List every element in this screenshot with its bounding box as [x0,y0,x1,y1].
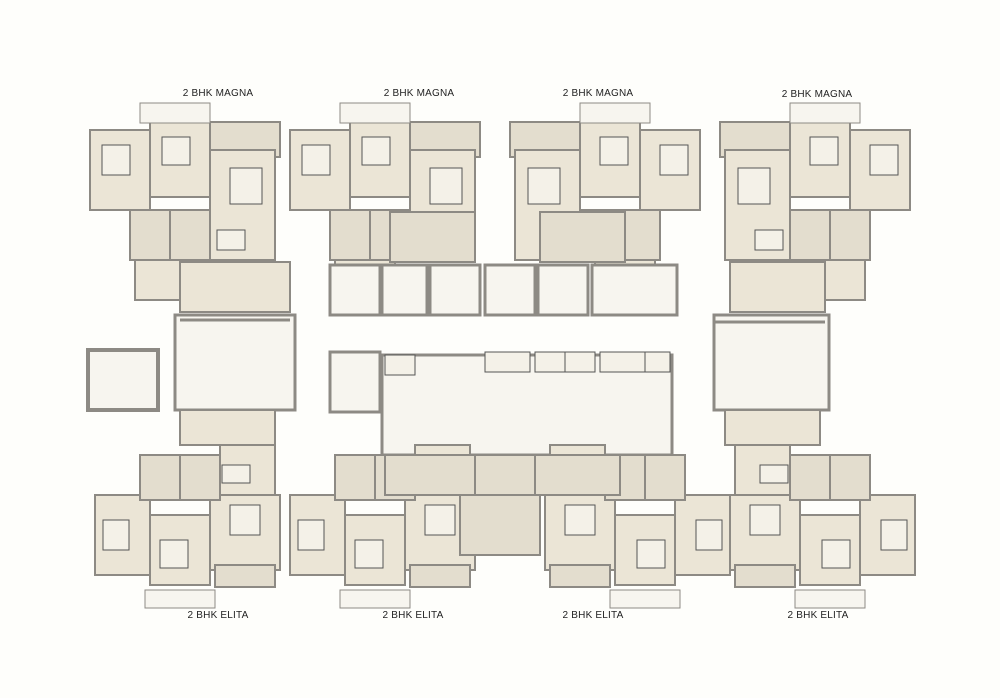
refuge-room [86,348,160,412]
unit-bottom-1-toilet-2 [179,454,221,501]
sofa-icon [737,167,771,205]
unit-top-4-bedroom-1 [849,129,911,211]
lobby-room [474,454,536,501]
bed-icon [354,539,384,569]
dining-table-icon [759,464,789,484]
shaft-4 [483,263,537,317]
sofa-icon [749,504,781,536]
sofa-icon [229,504,261,536]
dining-table-icon [221,464,251,484]
unit-top-1-utility [139,102,211,124]
bed-icon [301,144,331,176]
bed-icon [599,136,629,166]
unit-top-2-utility [339,102,411,124]
bed-icon [159,539,189,569]
shaft-5 [536,263,590,317]
bed-icon [297,519,325,551]
lift-door-6 [384,354,416,376]
shaft-1 [328,263,382,317]
unit-bottom-1-balcony [214,564,276,588]
unit-bottom-3-utility [609,589,681,609]
unit-top-1-toilet-1 [129,209,171,261]
dining-table-icon [754,229,784,251]
bed-icon [695,519,723,551]
shaft-2 [380,263,429,317]
lobby-room [534,454,621,496]
lift-door-2 [534,351,566,373]
unit-bottom-4-toilet-1 [829,454,871,501]
unit-top-2-toilet-1 [329,209,371,261]
unit-label-top-4: 2 BHK MAGNA [781,89,853,100]
bed-icon [821,539,851,569]
shaft-6 [590,263,679,317]
unit-top-4-toilet-1 [829,209,871,261]
lift-door-5 [644,351,671,373]
service-area [729,261,826,313]
unit-bottom-4-toilet-2 [789,454,831,501]
lift-door-3 [564,351,596,373]
lift-door-1 [484,351,531,373]
service-area [724,409,821,446]
unit-label-bottom-3: 2 BHK ELITA [562,610,624,621]
unit-top-1-toilet-2 [169,209,211,261]
service-area [179,261,291,313]
shaft-bottom [459,494,541,556]
sofa-icon [229,167,263,205]
service-area [179,409,276,446]
bed-icon [102,519,130,551]
unit-bottom-2-balcony [409,564,471,588]
unit-top-4-utility [789,102,861,124]
lobby-room [384,454,476,496]
lift-door-4 [599,351,646,373]
lobby-room [389,211,476,263]
unit-label-bottom-1: 2 BHK ELITA [187,610,249,621]
bed-icon [869,144,899,176]
unit-bottom-1-toilet-1 [139,454,181,501]
staircase-1 [173,313,297,412]
lift-machine [328,350,382,414]
bed-icon [101,144,131,176]
unit-label-top-2: 2 BHK MAGNA [383,88,455,99]
bed-icon [880,519,908,551]
unit-label-top-1: 2 BHK MAGNA [182,88,254,99]
bed-icon [809,136,839,166]
bed-icon [636,539,666,569]
unit-bottom-2-utility [339,589,411,609]
unit-label-top-3: 2 BHK MAGNA [562,88,634,99]
sofa-icon [429,167,463,205]
bed-icon [161,136,191,166]
unit-bottom-3-balcony [549,564,611,588]
unit-bottom-2-toilet-1 [334,454,376,501]
unit-bottom-1-utility [144,589,216,609]
unit-label-bottom-4: 2 BHK ELITA [787,610,849,621]
staircase-2 [712,313,831,412]
sofa-icon [527,167,561,205]
bed-icon [659,144,689,176]
unit-top-4-toilet-2 [789,209,831,261]
bed-icon [361,136,391,166]
unit-top-3-utility [579,102,651,124]
sofa-icon [424,504,456,536]
unit-bottom-4-utility [794,589,866,609]
unit-bottom-3-toilet-1 [644,454,686,501]
lobby-room [539,211,626,263]
unit-bottom-4-balcony [734,564,796,588]
dining-table-icon [216,229,246,251]
unit-label-bottom-2: 2 BHK ELITA [382,610,444,621]
sofa-icon [564,504,596,536]
shaft-3 [428,263,482,317]
